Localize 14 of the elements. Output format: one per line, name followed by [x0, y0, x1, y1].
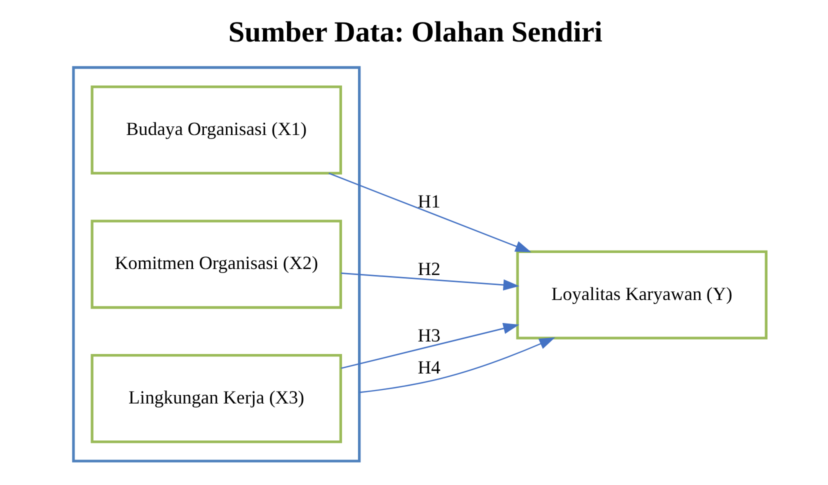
- arrow: [328, 172, 531, 252]
- diagram-title: Sumber Data: Olahan Sendiri: [228, 16, 602, 48]
- cluster: [72, 66, 360, 462]
- arrow: [340, 322, 519, 368]
- edge-label: H4: [417, 357, 440, 378]
- edge-label: H2: [417, 258, 440, 280]
- node-box: Lingkungan Kerja (X3): [90, 354, 342, 443]
- node-box: Komitmen Organisasi (X2): [90, 219, 342, 308]
- edge-label: H1: [417, 190, 440, 212]
- arrow: [340, 272, 519, 290]
- edge-label: H3: [417, 325, 440, 346]
- arrow: [358, 336, 555, 393]
- node-box: Budaya Organisasi (X1): [90, 84, 342, 174]
- node-box: Loyalitas Karyawan (Y): [516, 250, 767, 339]
